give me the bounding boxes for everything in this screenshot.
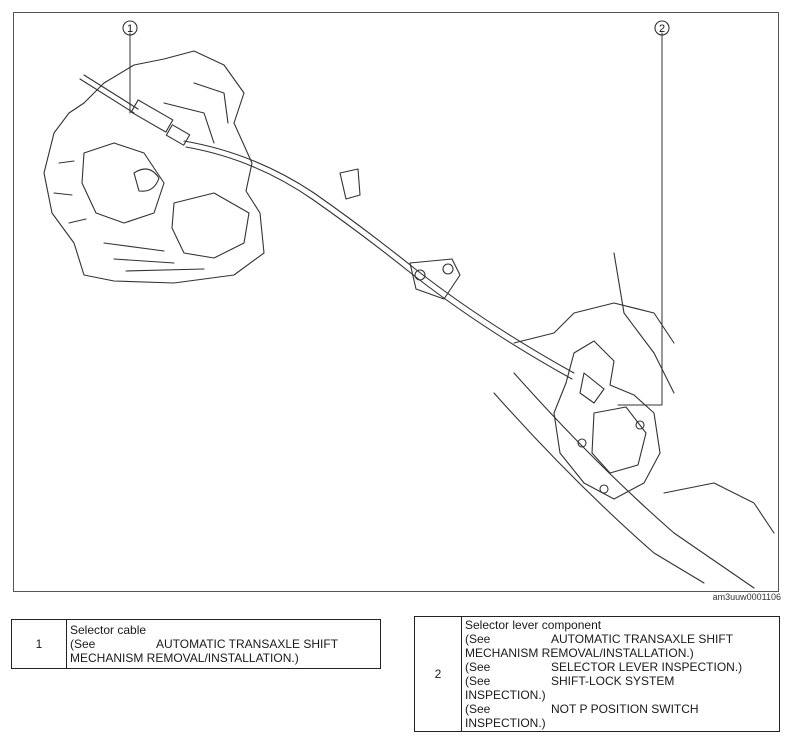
reference-link[interactable]: SHIFT-LOCK SYSTEM: [551, 674, 675, 688]
legend-line: MECHANISM REMOVAL/INSTALLATION.): [70, 651, 377, 665]
reference-link[interactable]: INSPECTION.): [465, 716, 546, 730]
callout-1-label: 1: [127, 23, 133, 35]
transaxle-drawing: [43, 50, 265, 284]
callout-2-label: 2: [659, 23, 665, 35]
selector-lever-drawing: [493, 252, 775, 589]
legend-number: 2: [414, 616, 462, 732]
figure-id: am3uuw0001106: [712, 592, 781, 602]
selector-cable-illustration: 1 2: [43, 20, 775, 589]
callout-1-circle: [122, 20, 138, 36]
legend-line: INSPECTION.): [465, 716, 776, 730]
legend-title: Selector lever component: [465, 618, 602, 632]
callout-2-circle: [654, 20, 670, 36]
reference-link[interactable]: NOT P POSITION SWITCH: [551, 702, 699, 716]
legend-number: 1: [11, 619, 67, 669]
illustration-frame: 1 2: [13, 12, 779, 592]
reference-link[interactable]: INSPECTION.): [465, 688, 546, 702]
selector-cable-drawing: [79, 74, 575, 380]
reference-link[interactable]: MECHANISM REMOVAL/INSTALLATION.): [70, 651, 299, 665]
reference-link[interactable]: AUTOMATIC TRANSAXLE SHIFT: [551, 632, 734, 646]
legend-line: MECHANISM REMOVAL/INSTALLATION.): [465, 646, 776, 660]
reference-link[interactable]: AUTOMATIC TRANSAXLE SHIFT: [156, 637, 339, 651]
legend-line: INSPECTION.): [465, 688, 776, 702]
callout-2-leader: [617, 32, 663, 406]
legend-title: Selector cable: [70, 623, 147, 637]
reference-link[interactable]: SELECTOR LEVER INSPECTION.): [551, 660, 743, 674]
reference-link[interactable]: MECHANISM REMOVAL/INSTALLATION.): [465, 646, 694, 660]
